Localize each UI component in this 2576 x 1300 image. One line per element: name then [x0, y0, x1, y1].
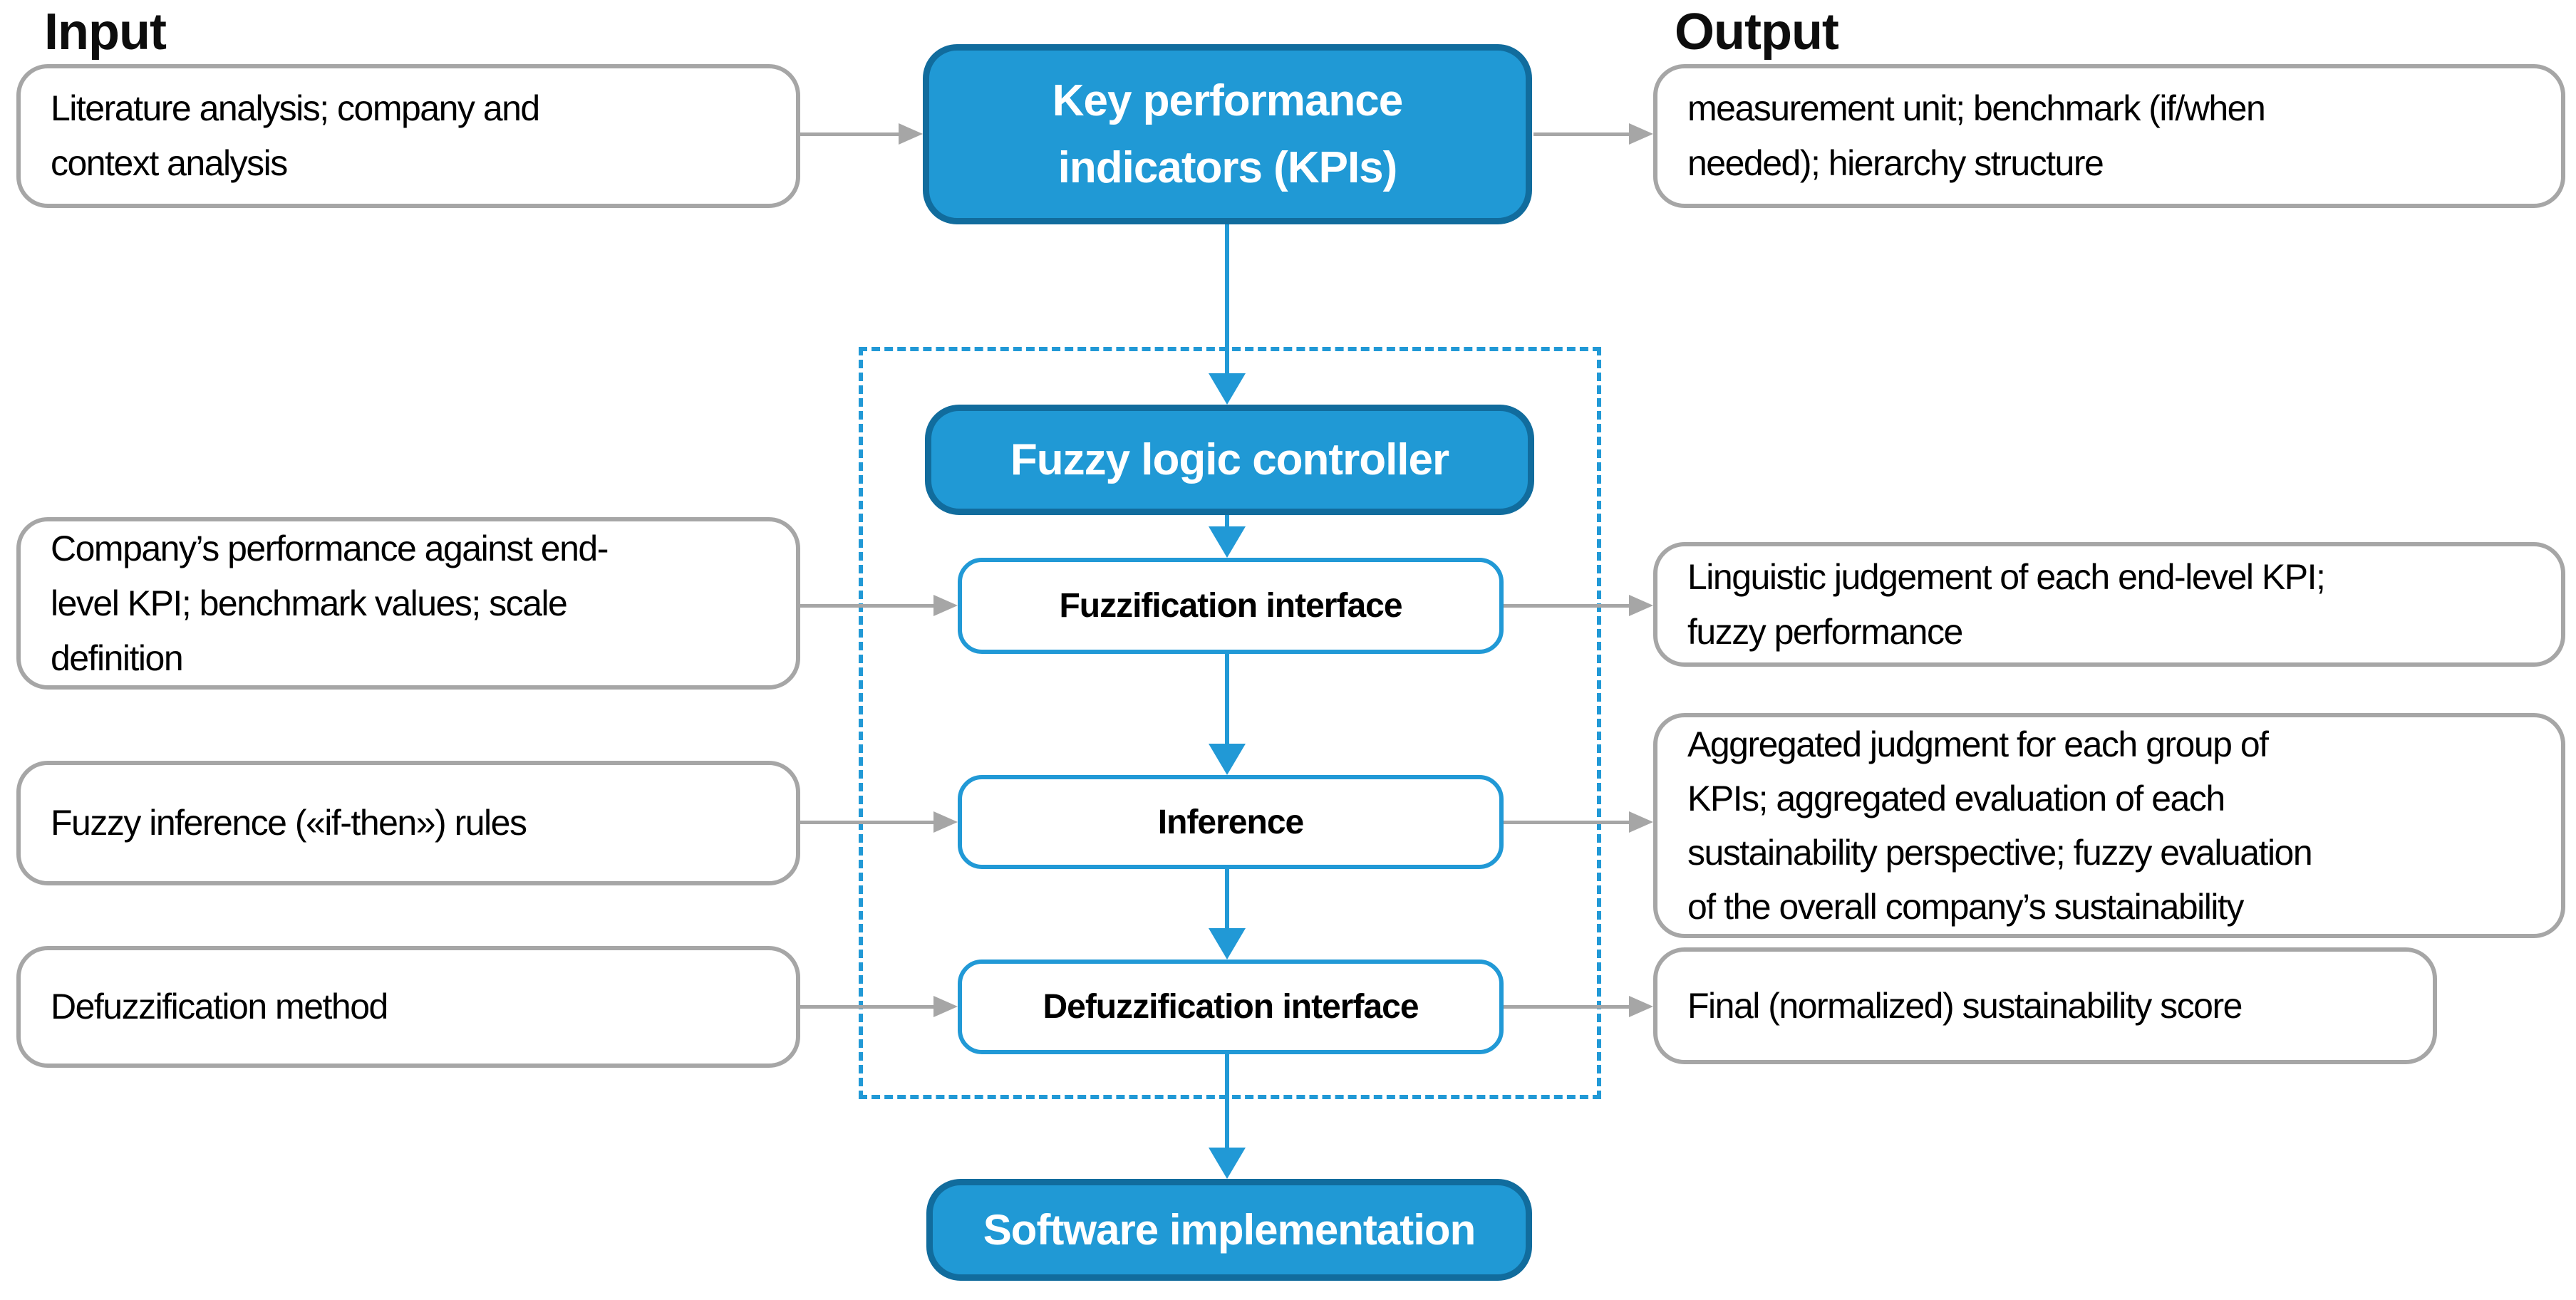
- output-box-aggregated-judgment: Aggregated judgment for each group of KP…: [1653, 713, 2565, 938]
- input-box-company-performance: Company’s performance against end- level…: [16, 517, 800, 690]
- node-fuzzification-interface: Fuzzification interface: [958, 558, 1504, 654]
- node-key-performance-indicators: Key performance indicators (KPIs): [923, 44, 1532, 224]
- output-box-measurement-unit: measurement unit; benchmark (if/when nee…: [1653, 64, 2565, 208]
- arrow-input3-to-inference: [800, 811, 958, 833]
- arrow-fuzzification-to-inference: [1209, 654, 1246, 775]
- input-box-literature-analysis: Literature analysis; company and context…: [16, 64, 800, 208]
- node-software-implementation: Software implementation: [926, 1179, 1532, 1281]
- output-column-heading: Output: [1675, 4, 1839, 61]
- arrow-inference-to-defuzzification: [1209, 869, 1246, 960]
- arrow-kpi-to-output1: [1533, 123, 1653, 145]
- output-box-final-score: Final (normalized) sustainability score: [1653, 947, 2437, 1064]
- arrow-input4-to-defuzzification: [800, 996, 958, 1017]
- input-box-defuzzification-method: Defuzzification method: [16, 946, 800, 1068]
- node-inference: Inference: [958, 775, 1504, 869]
- output-box-linguistic-judgement: Linguistic judgement of each end-level K…: [1653, 542, 2565, 667]
- fuzzy-controller-dashed-boundary: [859, 347, 1601, 1099]
- arrow-defuzzification-to-output4: [1504, 996, 1653, 1017]
- node-fuzzy-logic-controller: Fuzzy logic controller: [925, 405, 1534, 515]
- node-defuzzification-interface: Defuzzification interface: [958, 960, 1504, 1054]
- arrow-fuzzification-to-output2: [1504, 595, 1653, 616]
- arrow-input2-to-fuzzification: [800, 595, 958, 616]
- input-box-fuzzy-inference-rules: Fuzzy inference («if-then») rules: [16, 761, 800, 885]
- arrow-defuzzification-to-software: [1209, 1054, 1246, 1179]
- input-column-heading: Input: [44, 4, 167, 61]
- arrow-input1-to-kpi: [800, 123, 923, 145]
- arrow-controller-to-fuzzification: [1209, 515, 1246, 558]
- arrow-inference-to-output3: [1504, 811, 1653, 833]
- arrow-kpi-to-controller: [1209, 224, 1246, 405]
